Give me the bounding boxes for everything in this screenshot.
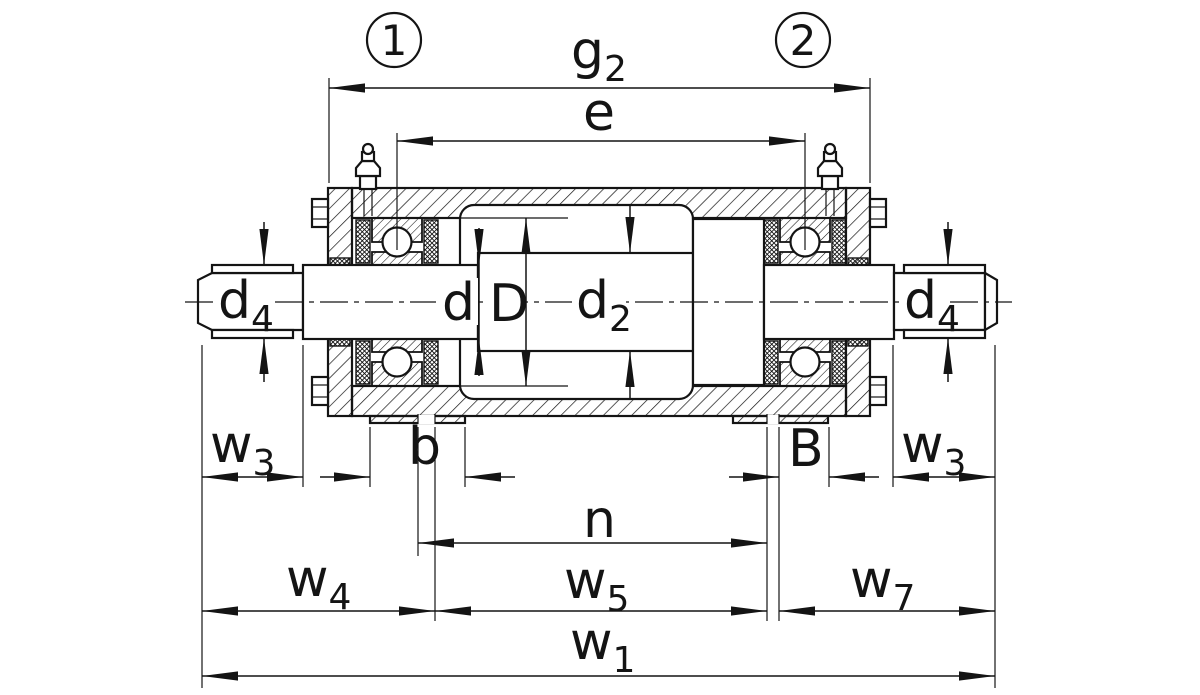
- clamp-screws: [310, 197, 888, 407]
- right-foot: [731, 414, 830, 425]
- shaft-stub-left-ring-top: [210, 263, 295, 275]
- label-g2: g2: [571, 21, 627, 90]
- grease-fitting-left: [354, 142, 382, 216]
- shaft-stub-right-chamfer: [983, 271, 999, 332]
- dimension-labels: g2 e d4 d4 d D d2 w3 w3 b B n w4 w5 w7 w…: [210, 21, 966, 681]
- label-w3-left: w3: [210, 415, 275, 484]
- ball-bottom: [789, 346, 821, 378]
- dimension-lines: [202, 83, 995, 681]
- label-d4-left: d4: [218, 271, 274, 340]
- label-w4: w4: [286, 549, 351, 618]
- grease-fitting-right: [816, 142, 844, 216]
- label-e: e: [583, 83, 615, 143]
- label-b: b: [408, 417, 441, 477]
- label-d4-right: d4: [904, 271, 960, 340]
- label-d: d: [442, 273, 475, 333]
- callout-2-circle: [774, 11, 832, 69]
- shaft-stub-right-ring-top: [902, 263, 987, 275]
- label-B: B: [788, 419, 824, 479]
- label-w5: w5: [564, 551, 629, 620]
- callout-2: 2: [774, 11, 832, 69]
- label-D: D: [489, 274, 529, 334]
- label-d2: d2: [576, 271, 632, 340]
- label-w3-right: w3: [901, 415, 966, 484]
- label-w1: w1: [570, 612, 635, 681]
- left-foot: [368, 414, 467, 425]
- callout-1-number: 1: [381, 16, 408, 65]
- callout-2-number: 2: [790, 16, 817, 65]
- bearing-right: [763, 217, 869, 387]
- label-w7: w7: [850, 550, 915, 619]
- label-n: n: [583, 490, 616, 550]
- callout-1: 1: [365, 11, 423, 69]
- ball-bottom: [381, 346, 413, 378]
- callout-1-circle: [365, 11, 423, 69]
- extension-lines: [201, 78, 996, 688]
- shaft-stub-left-ring-bottom: [210, 328, 295, 340]
